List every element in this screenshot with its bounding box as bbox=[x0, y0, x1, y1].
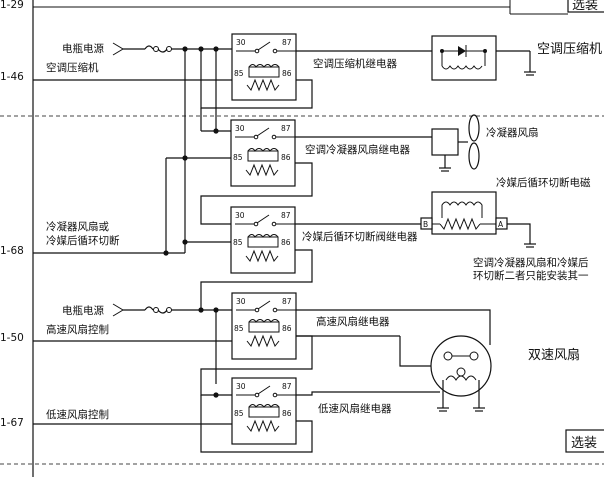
svg-text:30: 30 bbox=[236, 382, 246, 391]
svg-text:87: 87 bbox=[282, 297, 292, 306]
connector-arrow-2 bbox=[112, 303, 124, 317]
relay-refrigerant-valve: 30 87 85 86 bbox=[230, 206, 296, 274]
ac-compressor-component-label: 空调压缩机 bbox=[537, 41, 602, 57]
high-speed-fan-control-label: 高速风扇控制 bbox=[46, 323, 109, 336]
svg-text:85: 85 bbox=[234, 409, 244, 418]
svg-text:30: 30 bbox=[236, 38, 246, 47]
svg-text:87: 87 bbox=[281, 124, 291, 133]
refrigerant-valve-relay-label: 冷媒后循环切断阀继电器 bbox=[302, 230, 418, 243]
svg-text:85: 85 bbox=[234, 69, 244, 78]
connector-arrow-1 bbox=[112, 42, 124, 56]
svg-text:85: 85 bbox=[233, 238, 243, 247]
relay-condenser-fan: 30 87 85 86 bbox=[230, 119, 296, 187]
section-condenser: 30 87 85 86 空调冷凝器风扇继电器 bbox=[0, 49, 591, 312]
fuse-2 bbox=[144, 306, 154, 311]
dual-speed-fan-motor bbox=[430, 335, 492, 412]
relay-ac-compressor: 30 87 85 86 bbox=[231, 33, 297, 101]
note-line-2: 环切断二者只能安装其一 bbox=[473, 269, 589, 282]
condenser-fan-motor bbox=[431, 114, 480, 172]
row-label-1-67: 1-67 bbox=[0, 417, 24, 429]
top-strip: 1-29 选装 bbox=[0, 0, 604, 15]
svg-text:87: 87 bbox=[282, 38, 292, 47]
ac-compressor-label: 空调压缩机 bbox=[46, 61, 99, 74]
row-label-1-50: 1-50 bbox=[0, 332, 24, 344]
row-label-1-29: 1-29 bbox=[0, 0, 24, 11]
row-label-1-68: 1-68 bbox=[0, 245, 24, 257]
svg-text:85: 85 bbox=[233, 153, 243, 162]
svg-text:87: 87 bbox=[282, 382, 292, 391]
dual-speed-fan-label: 双速风扇 bbox=[528, 347, 580, 363]
svg-text:86: 86 bbox=[282, 69, 292, 78]
svg-text:30: 30 bbox=[236, 297, 246, 306]
row-label-1-46: 1-46 bbox=[0, 71, 24, 83]
compressor-clutch bbox=[431, 35, 497, 81]
svg-text:86: 86 bbox=[282, 324, 292, 333]
condenser-fan-relay-label: 空调冷凝器风扇继电器 bbox=[305, 143, 410, 156]
optional-label-top: 选装 bbox=[572, 0, 598, 13]
svg-text:87: 87 bbox=[281, 211, 291, 220]
svg-text:A: A bbox=[498, 220, 504, 229]
refrigerant-valve-label: 冷媒后循环切断电磁 bbox=[496, 176, 591, 189]
fan-blade-icon bbox=[468, 114, 480, 142]
fuse-1 bbox=[144, 45, 154, 50]
optional-box-top bbox=[567, 0, 604, 13]
low-speed-fan-relay-label: 低速风扇继电器 bbox=[318, 402, 392, 415]
condenser-fan-or-label-2: 冷媒后循环切断 bbox=[46, 234, 120, 247]
svg-text:30: 30 bbox=[235, 211, 245, 220]
battery-power-label-2: 电瓶电源 bbox=[62, 304, 104, 317]
svg-text:B: B bbox=[423, 220, 428, 229]
svg-text:86: 86 bbox=[282, 409, 292, 418]
svg-text:85: 85 bbox=[234, 324, 244, 333]
optional-box-bottom bbox=[565, 429, 604, 453]
section-dual-fan: 电瓶电源 高速风扇控制 1-50 30 87 85 86 高速风扇继 bbox=[0, 292, 604, 453]
condenser-fan-or-label-1: 冷凝器风扇或 bbox=[46, 220, 109, 233]
svg-text:30: 30 bbox=[235, 124, 245, 133]
refrigerant-solenoid-valve: B A bbox=[420, 191, 508, 235]
note-line-1: 空调冷凝器风扇和冷媒后 bbox=[473, 256, 589, 269]
relay-high-speed-fan: 30 87 85 86 bbox=[231, 292, 297, 360]
section-compressor: 电瓶电源 空调压缩机 1-46 30 87 85 86 空 bbox=[0, 33, 602, 109]
svg-text:86: 86 bbox=[281, 238, 291, 247]
ac-compressor-relay-label: 空调压缩机继电器 bbox=[313, 57, 397, 70]
low-speed-fan-control-label: 低速风扇控制 bbox=[46, 408, 109, 421]
relay-low-speed-fan: 30 87 85 86 bbox=[231, 377, 297, 445]
svg-text:86: 86 bbox=[281, 153, 291, 162]
optional-label-bottom: 选装 bbox=[571, 436, 597, 451]
high-speed-fan-relay-label: 高速风扇继电器 bbox=[316, 315, 390, 328]
condenser-fan-label: 冷凝器风扇 bbox=[486, 126, 539, 139]
battery-power-label-1: 电瓶电源 bbox=[62, 42, 104, 55]
